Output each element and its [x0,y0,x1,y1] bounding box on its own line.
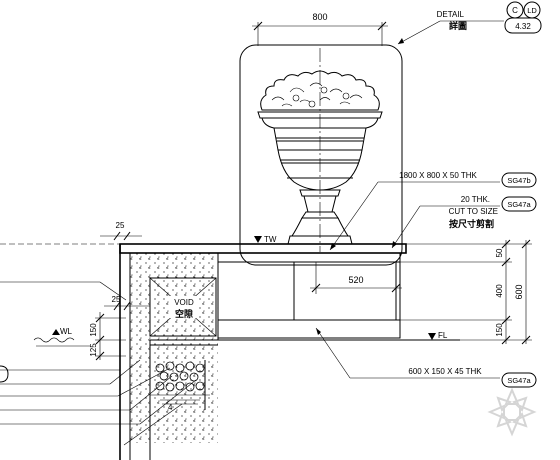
dim-label-50: 50 [495,248,504,257]
detail-symbol-c [504,17,542,34]
void-cn-label: 空隙 [175,308,193,320]
note-cut-text-b: CUT TO SIZE [449,207,498,216]
right-dimensions: 50 400 150 600 [400,239,532,345]
detail-symbol-top-right: LD [527,6,537,15]
dim-label-25-top: 25 [116,221,125,230]
dim-label-25-wall: 25 [112,295,121,304]
tag-cut-bubble [501,196,537,212]
note-cut-cn: 按尺寸剪割 [449,218,494,230]
dim-label-150-left: 150 [89,323,98,337]
callout-bubble-cut [0,365,9,383]
watermark-logo [487,387,537,437]
note-base-text: 600 X 150 X 45 THK [408,367,482,376]
dimension-800: 800 [252,12,388,46]
note-cut-text-a: 20 THK. [461,195,490,204]
tag-base: SG47a [507,376,531,385]
note-slab-text: 1800 X 800 X 50 THK [399,171,477,180]
dim-label-600: 600 [514,284,524,299]
level-fl: FL [438,331,448,340]
tag-cut: SG47a [507,200,531,209]
detail-cn-label: 詳圖 [449,20,467,32]
level-tw: TW [264,235,277,244]
detail-label: DETAIL [437,10,465,19]
tag-slab-bubble [501,172,537,188]
dim-label-400: 400 [495,284,504,298]
detail-symbol-top-left: C [512,6,518,15]
level-wl: WL [60,327,73,336]
plinth [119,243,407,339]
dim-label-150-right: 150 [495,323,504,337]
left-dimensions: 25 25 150 125 WL [33,221,150,361]
coping-slab [119,243,407,254]
tag-base-bubble [501,372,537,388]
drainage-gravel: 4 [150,360,210,412]
note-cut: 20 THK. CUT TO SIZE 按尺寸剪割 SG47a [391,195,537,249]
left-leaders [0,281,197,446]
detail-callout: DETAIL 詳圖 C LD 4.32 [397,1,542,45]
level-marks: TW FL [254,235,448,340]
dim-label-520: 520 [348,275,363,285]
note-slab: 1800 X 800 X 50 THK SG47b [329,171,537,251]
dimension-520: 520 [310,262,402,294]
planter-wall [0,243,460,460]
void-label: VOID [174,298,194,307]
svg-text:4: 4 [168,403,173,412]
note-base: 600 X 150 X 45 THK SG47a [315,327,537,388]
dim-label-800: 800 [312,12,327,22]
detail-bubble [239,44,403,266]
dim-label-125-left: 125 [89,343,98,357]
tag-slab: SG47b [507,176,530,185]
detail-symbol-bottom: 4.32 [515,22,531,31]
urn-planter [257,48,383,252]
void-box: VOID 空隙 [149,277,217,337]
